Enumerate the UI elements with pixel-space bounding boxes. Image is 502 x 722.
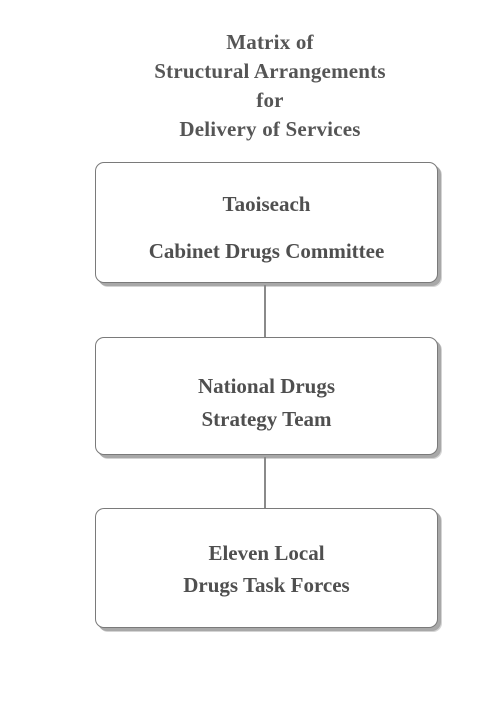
- box-2-line-2: Strategy Team: [201, 407, 332, 431]
- title-line-4: Delivery of Services: [179, 117, 361, 141]
- box-2-line-1: National Drugs: [197, 374, 336, 398]
- connector-line-1: [264, 285, 266, 338]
- box-national-strategy-team: National Drugs Strategy Team: [95, 337, 438, 455]
- box-3-line-1: Eleven Local: [208, 541, 325, 565]
- box-1-line-1: Taoiseach: [222, 192, 311, 216]
- box-local-task-forces: Eleven Local Drugs Task Forces: [95, 508, 438, 628]
- connector-line-2: [264, 457, 266, 509]
- diagram-title: Matrix of Structural Arrangements for De…: [0, 28, 502, 144]
- title-line-3: for: [256, 88, 284, 112]
- title-line-2: Structural Arrangements: [154, 59, 386, 83]
- box-3-line-2: Drugs Task Forces: [183, 573, 350, 597]
- box-1-line-2: Cabinet Drugs Committee: [148, 239, 385, 263]
- box-taoiseach-cabinet: Taoiseach Cabinet Drugs Committee: [95, 162, 438, 283]
- title-line-1: Matrix of: [226, 30, 314, 54]
